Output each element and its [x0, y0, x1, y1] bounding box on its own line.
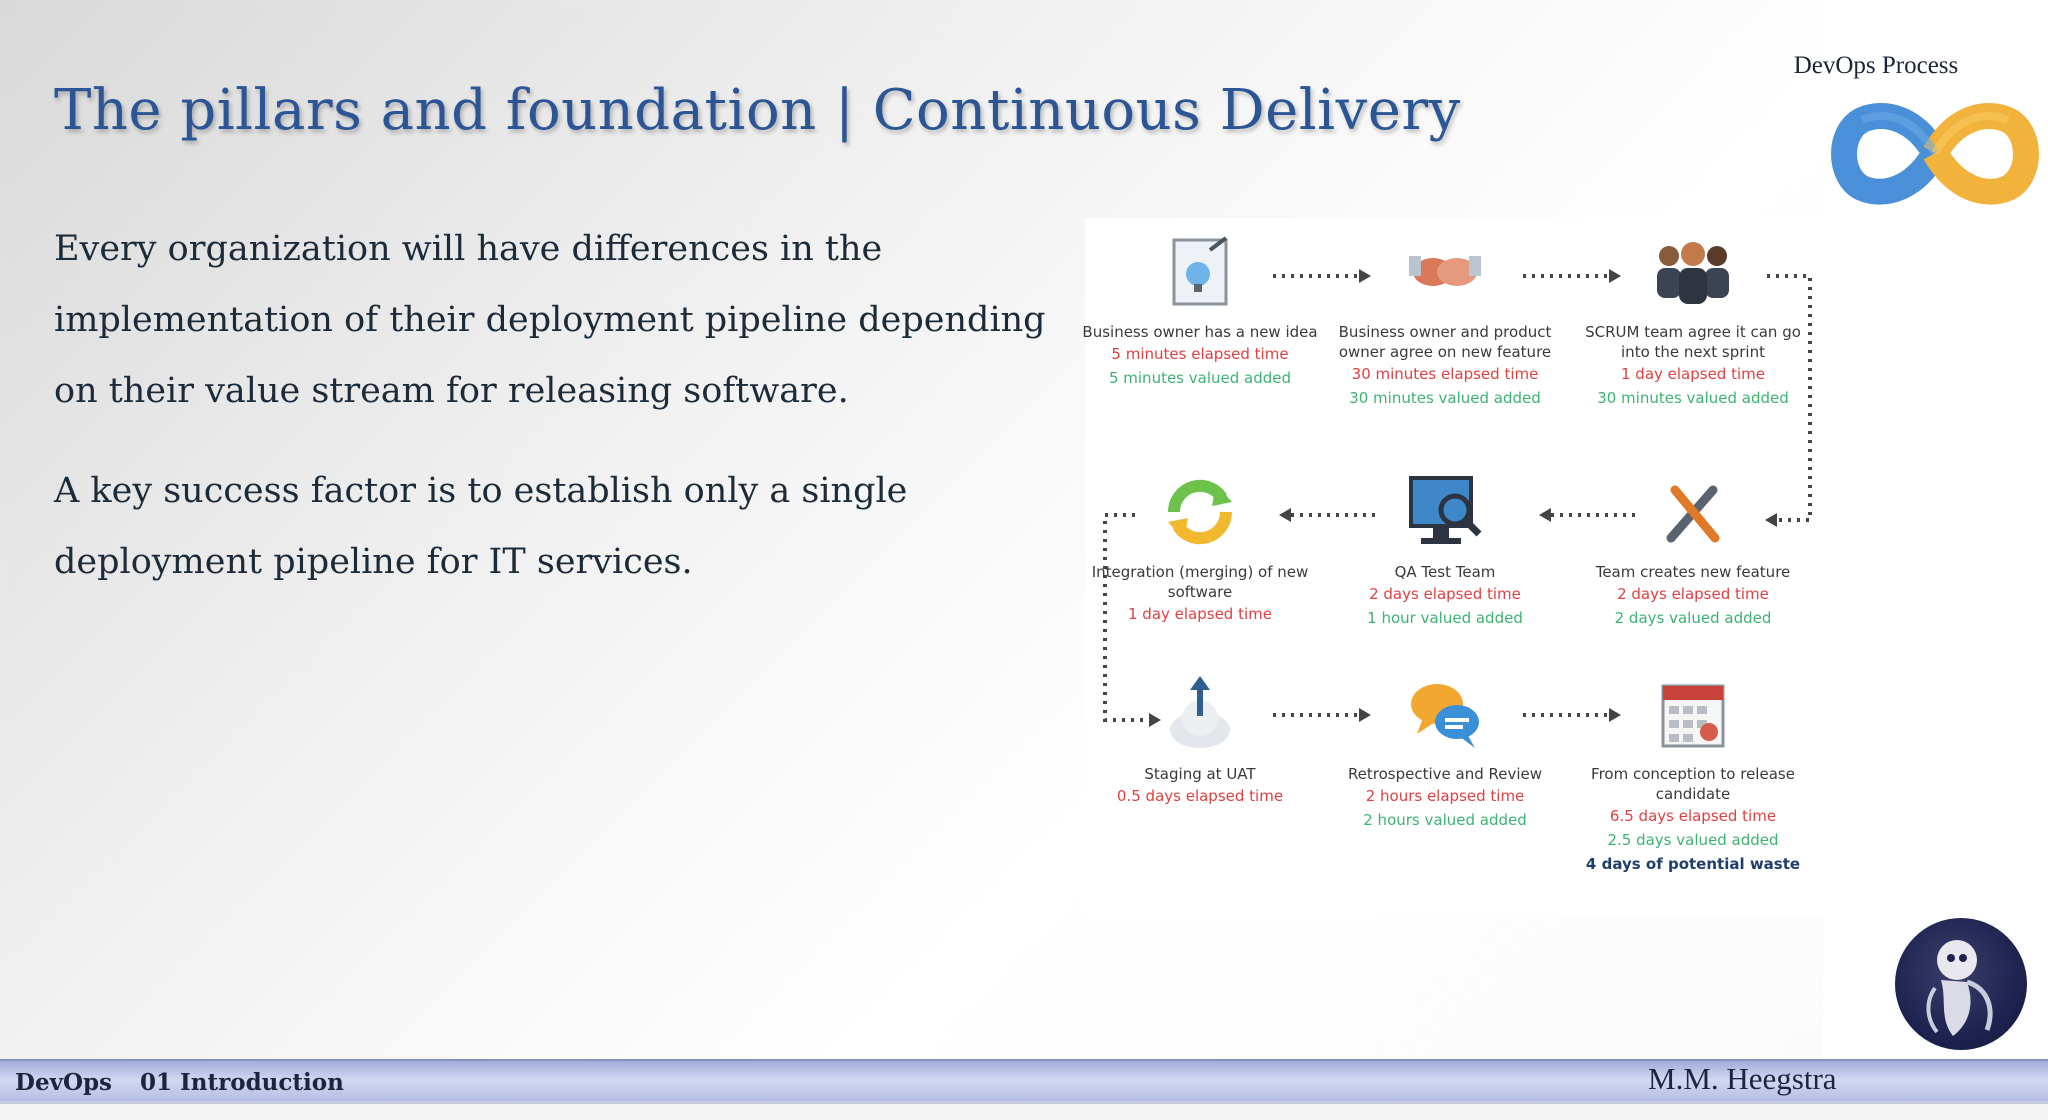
step-label: SCRUM team agree it can go into the next… — [1585, 323, 1801, 361]
slide-title: The pillars and foundation | Continuous … — [54, 78, 1461, 143]
refresh-arrows-icon — [1160, 472, 1240, 552]
pipeline-step-create-feature: Team creates new feature 2 days elapsed … — [1573, 472, 1813, 630]
author-avatar — [1895, 918, 2027, 1050]
pipeline-step-scrum-team: SCRUM team agree it can go into the next… — [1573, 232, 1813, 410]
step-label: Business owner has a new idea — [1082, 323, 1318, 341]
body-paragraph-2: A key success factor is to establish onl… — [54, 471, 908, 582]
pipeline-step-staging: Staging at UAT 0.5 days elapsed time — [1080, 674, 1320, 808]
handshake-icon — [1405, 232, 1485, 312]
footer-course: DevOps — [15, 1069, 113, 1096]
potential-waste: 4 days of potential waste — [1585, 855, 1801, 873]
corner-title: DevOps Process — [1793, 52, 1959, 79]
elapsed-time: 2 days elapsed time — [1617, 585, 1769, 603]
footer-module: 01 Introduction — [140, 1069, 344, 1096]
valued-added: 30 minutes valued added — [1349, 389, 1541, 407]
pipeline-step-agree-feature: Business owner and product owner agree o… — [1325, 232, 1565, 410]
elapsed-time: 30 minutes elapsed time — [1351, 365, 1539, 383]
step-label: Retrospective and Review — [1347, 765, 1543, 783]
valued-added: 1 hour valued added — [1367, 609, 1523, 627]
calendar-icon — [1653, 674, 1733, 754]
elapsed-time: 2 days elapsed time — [1369, 585, 1521, 603]
step-label: QA Test Team — [1394, 563, 1496, 581]
body-paragraph-1: Every organization will have differences… — [54, 229, 1046, 411]
pipeline-step-new-idea: Business owner has a new idea 5 minutes … — [1080, 232, 1320, 390]
step-label: Staging at UAT — [1144, 765, 1256, 783]
pipeline-step-release-candidate: From conception to release candidate 6.5… — [1573, 674, 1813, 876]
elapsed-time: 6.5 days elapsed time — [1609, 807, 1777, 825]
step-label: Integration (merging) of new software — [1091, 563, 1309, 601]
step-label: From conception to release candidate — [1591, 765, 1795, 803]
pipeline-diagram: Business owner has a new idea 5 minutes … — [1082, 218, 1825, 918]
step-label: Business owner and product owner agree o… — [1338, 323, 1552, 361]
pipeline-step-integration: Integration (merging) of new software 1 … — [1080, 472, 1320, 626]
pipeline-step-retrospective: Retrospective and Review 2 hours elapsed… — [1325, 674, 1565, 832]
team-people-icon — [1653, 232, 1733, 312]
valued-added: 2 days valued added — [1614, 609, 1772, 627]
footer-author: M.M. Heegstra — [1648, 1061, 1837, 1096]
elapsed-time: 0.5 days elapsed time — [1116, 787, 1284, 805]
cloud-upload-icon — [1160, 674, 1240, 754]
monitor-magnifier-icon — [1405, 472, 1485, 552]
elapsed-time: 1 day elapsed time — [1127, 605, 1272, 623]
elapsed-time: 1 day elapsed time — [1620, 365, 1765, 383]
devops-infinity-icon — [1831, 103, 2039, 205]
valued-added: 30 minutes valued added — [1597, 389, 1789, 407]
elapsed-time: 5 minutes elapsed time — [1111, 345, 1289, 363]
valued-added: 2.5 days valued added — [1607, 831, 1779, 849]
author-emblem-icon — [1926, 940, 1993, 1036]
idea-document-icon — [1160, 232, 1240, 312]
valued-added: 5 minutes valued added — [1108, 369, 1292, 387]
pipeline-step-qa-test: QA Test Team 2 days elapsed time 1 hour … — [1325, 472, 1565, 630]
footer-bottom-strip — [0, 1101, 2048, 1120]
chat-bubbles-icon — [1405, 674, 1485, 754]
footer-course-info: DevOps 01 Introduction — [15, 1069, 344, 1096]
elapsed-time: 2 hours elapsed time — [1365, 787, 1525, 805]
valued-added: 2 hours valued added — [1363, 811, 1527, 829]
footer-bar — [0, 1059, 2048, 1103]
step-label: Team creates new feature — [1595, 563, 1791, 581]
diagram-arrows — [1103, 269, 1812, 727]
wrench-screwdriver-icon — [1653, 472, 1733, 552]
